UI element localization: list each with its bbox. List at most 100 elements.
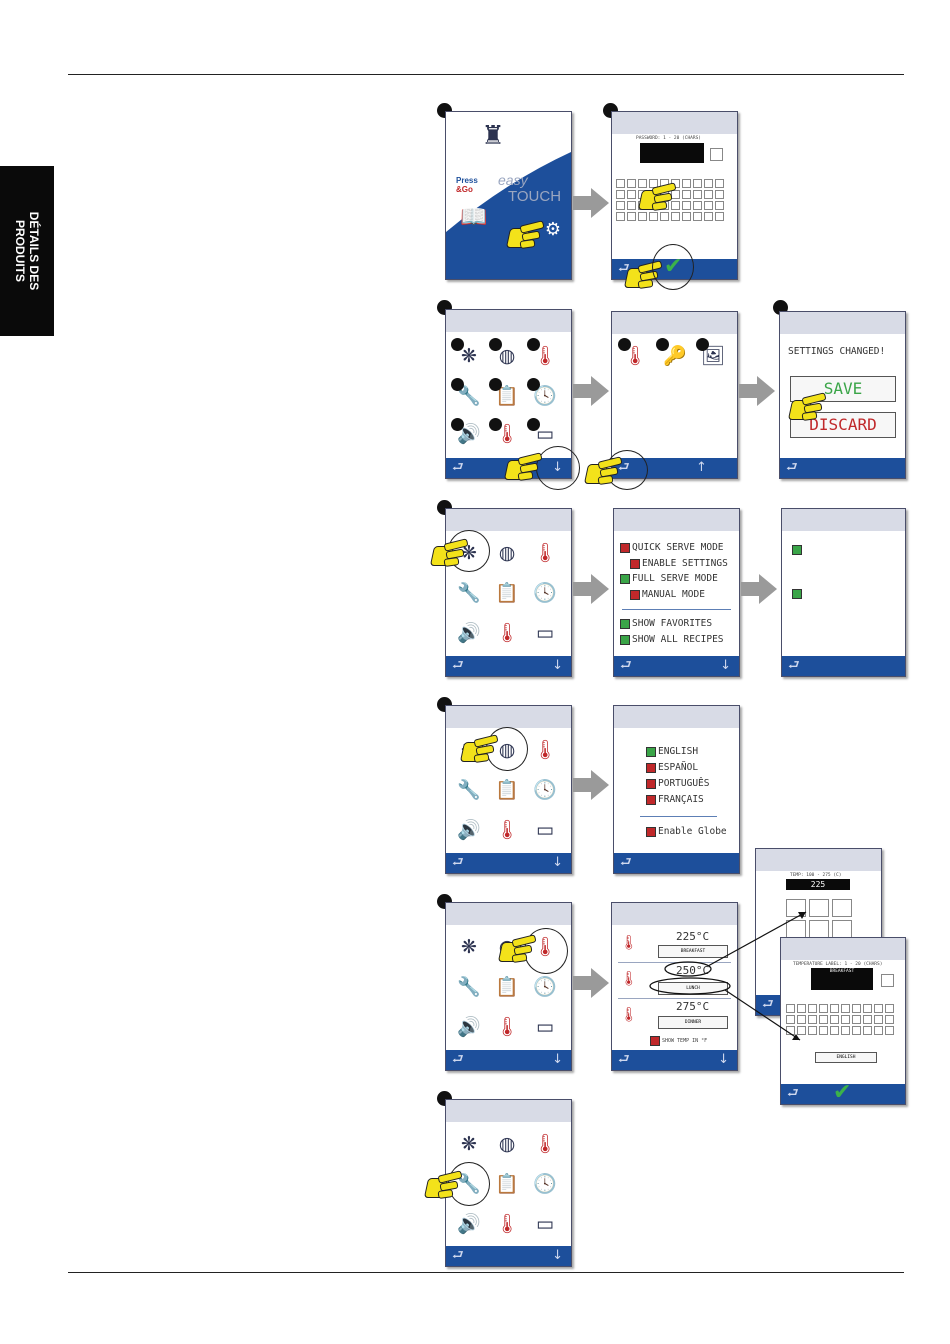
globe-icon[interactable]: ◍ [498,345,516,367]
key-icon[interactable]: 🔑 [663,345,687,367]
wrench-icon[interactable]: 🔧 [457,779,481,801]
mode-gear-icon[interactable]: ❋ [461,345,477,367]
press-go-logo[interactable]: Press &Go [456,176,478,194]
recipe-book-icon[interactable]: 📖 [460,205,488,230]
speaker-icon[interactable]: 🔊 [457,1016,481,1038]
probe-thermometer-icon[interactable]: 🌡 [494,1016,520,1038]
wrench-icon[interactable]: 🔧 [457,582,481,604]
option-manual-mode[interactable]: MANUAL MODE [630,589,705,600]
temp-entry-field[interactable] [786,879,850,890]
option-quick-serve[interactable]: QUICK SERVE MODE [620,542,724,553]
page-down-icon[interactable]: ↓ [552,658,563,673]
option-espanol[interactable]: ESPAÑOL [646,762,698,773]
checkbox-icon[interactable] [630,558,640,569]
clock-icon[interactable]: 🕓 [533,976,557,998]
checkbox-icon[interactable] [630,589,640,600]
thermometer-icon[interactable]: 🌡 [532,345,558,367]
temp2-value[interactable]: 250°C [676,964,710,977]
checkbox-icon[interactable] [620,573,630,584]
page-up-icon[interactable]: ↑ [696,460,707,475]
clipboard-icon[interactable]: 📋 [495,1173,519,1195]
checkbox-icon[interactable] [792,589,802,599]
page-down-icon[interactable]: ↓ [552,855,563,870]
back-arrow-icon[interactable]: ⮐ [762,997,774,1012]
clipboard-icon[interactable]: 📋 [495,582,519,604]
checkbox-icon[interactable] [650,1036,660,1046]
settings-menu-screen[interactable]: ❋ ◍ 🌡 🔧 📋 🕓 🔊 🌡 ▭ ⮐ ↓ [445,902,572,1071]
mode-menu-screen[interactable]: QUICK SERVE MODE ENABLE SETTINGS FULL SE… [613,508,740,677]
back-arrow-icon[interactable]: ⮐ [452,658,464,673]
temp3-value[interactable]: 275°C [676,1000,710,1013]
usb-icon[interactable]: ▭ [536,622,554,644]
clipboard-icon[interactable]: 📋 [495,779,519,801]
temperature-screen[interactable]: 🌡 225°C BREAKFAST 🌡 250°C LUNCH 🌡 275°C … [611,902,738,1071]
clock-icon[interactable]: 🕓 [533,385,557,407]
page-down-icon[interactable]: ↓ [720,658,731,673]
speaker-icon[interactable]: 🔊 [457,423,481,445]
clipboard-icon[interactable]: 📋 [495,976,519,998]
clipboard-icon[interactable]: 📋 [495,385,519,407]
usb-icon[interactable]: ▭ [536,1213,554,1235]
option-show-all-recipes[interactable]: SHOW ALL RECIPES [620,634,724,645]
mode-gear-icon[interactable]: ❋ [461,1133,477,1155]
mode-selected-screen[interactable]: ⮐ [781,508,906,677]
language-key[interactable]: ENGLISH [815,1052,877,1063]
probe-thermometer-icon[interactable]: 🌡 [494,1213,520,1235]
checkbox-icon[interactable] [620,618,630,629]
usb-icon[interactable]: ▭ [536,1016,554,1038]
back-arrow-icon[interactable]: ⮐ [786,460,798,475]
chef-hat-icon[interactable]: ♜ [481,121,505,151]
home-screen[interactable]: ♜ Press &Go easy TOUCH 📖 ⚙ [445,111,572,280]
temp1-value[interactable]: 225°C [676,930,710,943]
back-arrow-icon[interactable]: ⮐ [620,855,632,870]
option-english[interactable]: ENGLISH [646,746,698,757]
speaker-icon[interactable]: 🔊 [457,1213,481,1235]
option-enable-settings[interactable]: ENABLE SETTINGS [630,558,728,569]
option-portugues[interactable]: PORTUGUÊS [646,778,709,789]
clock-icon[interactable]: 🕓 [533,582,557,604]
option-full-serve[interactable]: FULL SERVE MODE [620,573,718,584]
thermometer-icon[interactable]: 🌡 [622,345,648,367]
back-arrow-icon[interactable]: ⮐ [452,1248,464,1263]
label3-button[interactable]: DINNER [658,1016,728,1029]
thermometer-icon[interactable]: 🌡 [532,542,558,564]
temp-label-screen[interactable]: TEMPERATURE LABEL: 1 - 20 (CHARS) BREAKF… [780,937,906,1105]
settings-changed-screen[interactable]: SETTINGS CHANGED! SAVE DISCARD ⮐ [779,311,906,479]
page-down-icon[interactable]: ↓ [552,1248,563,1263]
back-arrow-icon[interactable]: ⮐ [787,1086,799,1101]
language-menu-screen[interactable]: ENGLISH ESPAÑOL PORTUGUÊS FRANÇAIS Enabl… [613,705,740,874]
back-arrow-icon[interactable]: ⮐ [618,1052,630,1067]
back-arrow-icon[interactable]: ⮐ [618,261,630,276]
numpad[interactable] [786,899,852,938]
checkbox-icon[interactable] [620,634,630,645]
discard-button[interactable]: DISCARD [790,412,896,438]
globe-icon[interactable]: ◍ [498,542,516,564]
back-arrow-icon[interactable]: ⮐ [452,855,464,870]
label1-button[interactable]: BREAKFAST [658,945,728,958]
thermometer-icon[interactable]: 🌡 [532,1133,558,1155]
back-arrow-icon[interactable]: ⮐ [620,658,632,673]
clear-key[interactable] [710,148,723,161]
password-field[interactable] [640,143,704,163]
back-arrow-icon[interactable]: ⮐ [452,1052,464,1067]
thermometer-icon[interactable]: 🌡 [532,739,558,761]
checkbox-icon[interactable] [646,746,656,757]
checkbox-icon[interactable] [646,826,656,837]
option-francais[interactable]: FRANÇAIS [646,794,704,805]
wrench-icon[interactable]: 🔧 [457,976,481,998]
checkbox-icon[interactable] [646,794,656,805]
keyboard[interactable] [786,1004,894,1035]
speaker-icon[interactable]: 🔊 [457,622,481,644]
probe-thermometer-icon[interactable]: 🌡 [494,622,520,644]
mode-gear-icon[interactable]: ❋ [461,936,477,958]
checkbox-icon[interactable] [792,545,802,555]
clock-icon[interactable]: 🕓 [533,1173,557,1195]
option-show-favorites[interactable]: SHOW FAVORITES [620,618,712,629]
confirm-check-icon[interactable]: ✔ [833,1080,852,1105]
wrench-icon[interactable]: 🔧 [457,385,481,407]
checkbox-icon[interactable] [620,542,630,553]
label2-button[interactable]: LUNCH [658,982,728,995]
page-down-icon[interactable]: ↓ [552,1052,563,1067]
settings-gears-icon[interactable]: ⚙ [544,219,562,240]
clock-icon[interactable]: 🕓 [533,779,557,801]
